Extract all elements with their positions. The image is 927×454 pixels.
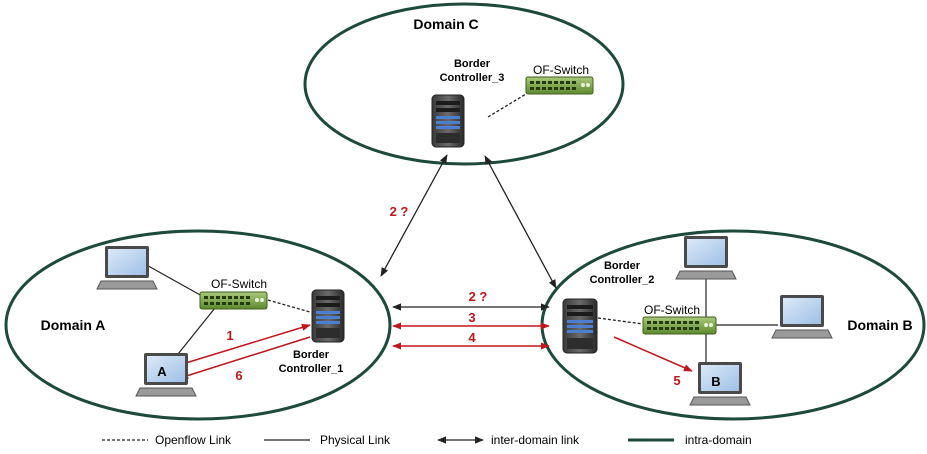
step-2-mid-label: 2 ? [469, 289, 488, 304]
of-switch-c-label: OF-Switch [533, 63, 589, 77]
laptop-icon [96, 246, 158, 290]
of-switch-c-icon [525, 76, 594, 95]
step-5-label: 5 [673, 373, 680, 388]
host-a-label: A [157, 364, 167, 379]
openflow-link-b [597, 317, 644, 325]
border-controller-2-server-icon [562, 298, 598, 354]
domain-c-ellipse [303, 2, 625, 166]
inter-domain-link-a-c [380, 154, 448, 277]
openflow-link-a [267, 299, 311, 313]
step-2-left-label: 2 ? [390, 204, 409, 219]
step-6-label: 6 [235, 368, 242, 383]
border-controller-1-label-line1: Border [293, 349, 330, 361]
step-4-label: 4 [468, 330, 476, 345]
legend-physical-label: Physical Link [320, 433, 391, 447]
domain-a-ellipse [4, 229, 392, 421]
border-controller-2-label-line1: Border [604, 260, 641, 272]
laptop-icon [675, 236, 737, 280]
of-switch-a-icon [199, 291, 268, 310]
border-controller-3-label-line1: Border [454, 58, 491, 70]
border-controller-3-label-line2: Controller_3 [440, 72, 505, 84]
border-controller-2-label-line2: Controller_2 [590, 274, 655, 286]
message-arrow-1 [175, 323, 311, 367]
physical-link-host-a-switch-a [177, 307, 216, 355]
legend: Openflow Link Physical Link inter-domain… [102, 433, 752, 447]
openflow-link-c [487, 93, 527, 118]
of-switch-b-icon [642, 316, 717, 335]
step-3-label: 3 [468, 310, 475, 325]
legend-openflow-label: Openflow Link [155, 433, 232, 447]
legend-inter-label: inter-domain link [491, 433, 580, 447]
host-b-label: B [711, 374, 720, 389]
message-arrow-5 [613, 336, 693, 372]
inter-domain-link-b-c [484, 155, 557, 289]
physical-link-laptop-switch-a [142, 262, 203, 297]
host-a-laptop-icon [135, 353, 197, 397]
border-controller-1-label-line2: Controller_1 [279, 363, 344, 375]
message-arrow-6 [179, 336, 311, 379]
domain-b-label: Domain B [847, 317, 912, 333]
border-controller-1-server-icon [311, 289, 345, 343]
legend-intra-label: intra-domain [685, 433, 752, 447]
of-switch-a-label: OF-Switch [211, 277, 267, 291]
domain-a-label: Domain A [41, 317, 106, 333]
domain-c-label: Domain C [413, 16, 478, 32]
step-1-label: 1 [226, 328, 233, 343]
host-b-laptop-icon [689, 362, 751, 406]
of-switch-b-label: OF-Switch [644, 303, 700, 317]
laptop-icon [771, 295, 833, 339]
border-controller-3-server-icon [431, 94, 465, 148]
